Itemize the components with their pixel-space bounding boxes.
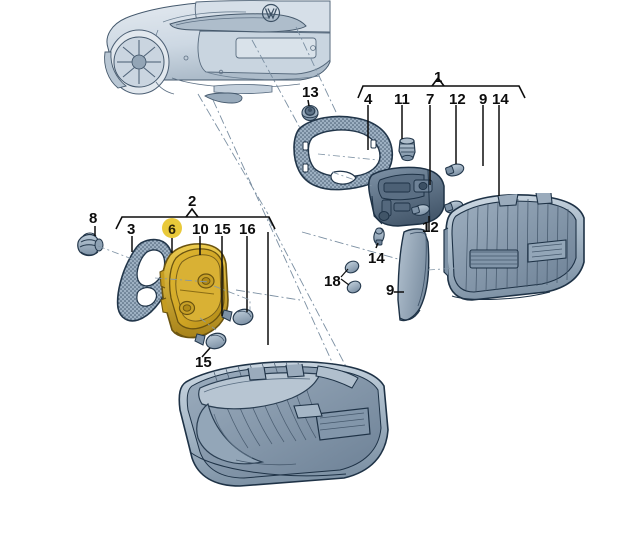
callout-2: 2: [188, 193, 197, 210]
callout-14-top: 14: [492, 91, 509, 108]
callout-7: 7: [426, 91, 435, 108]
callout-4: 4: [364, 91, 373, 108]
callout-9-top: 9: [479, 91, 488, 108]
callout-3: 3: [127, 221, 136, 238]
callout-18: 18: [324, 273, 341, 290]
callout-12-bottom: 12: [422, 219, 439, 236]
callout-13: 13: [302, 84, 319, 101]
part-3-gasket-inner: [116, 238, 174, 322]
vehicle-illustration: [104, 0, 331, 104]
callout-1: 1: [434, 69, 443, 86]
callout-12-top: 12: [449, 91, 466, 108]
part-14-bulb: [373, 227, 385, 246]
callout-6-highlighted: 6: [168, 221, 176, 237]
part-9-trim-strip: [397, 228, 430, 322]
part-2-tail-light-inner: [178, 360, 389, 487]
part-13-grommet: [301, 104, 319, 122]
callout-15-bottom: 15: [195, 354, 212, 371]
part-12-bulb-a: [445, 163, 465, 177]
callout-16: 16: [239, 221, 256, 238]
callout-15-top: 15: [214, 221, 231, 238]
highlight-circle-6: [162, 218, 182, 238]
part-8-expanding-rivet: [77, 232, 104, 257]
part-12-bulb-c: [411, 204, 430, 216]
callout-11: 11: [394, 91, 410, 108]
callout-9-bottom: 9: [386, 282, 395, 299]
callout-10: 10: [192, 221, 209, 238]
callout-leader-lines: [94, 99, 430, 358]
part-16-bulb: [221, 308, 254, 326]
part-6-bulb-carrier-highlighted: [159, 243, 229, 339]
callout-8: 8: [89, 210, 98, 227]
part-18-cap-pair: [340, 260, 362, 294]
bulbs-group-right: [373, 163, 465, 246]
callout-14-bottom: 14: [368, 250, 385, 267]
vw-badge: [261, 3, 281, 23]
bracket-2-group: [115, 207, 276, 345]
bracket-1-group: [357, 76, 526, 196]
bulbs-group-left: [194, 308, 254, 350]
part-15-bulb-lower: [194, 332, 227, 350]
part-1-tail-light-outer: [443, 192, 585, 301]
part-11-grommet-nut: [398, 137, 416, 162]
part-7-bulb-carrier-outer: [367, 166, 445, 227]
detail-connector-lines: [97, 153, 457, 331]
